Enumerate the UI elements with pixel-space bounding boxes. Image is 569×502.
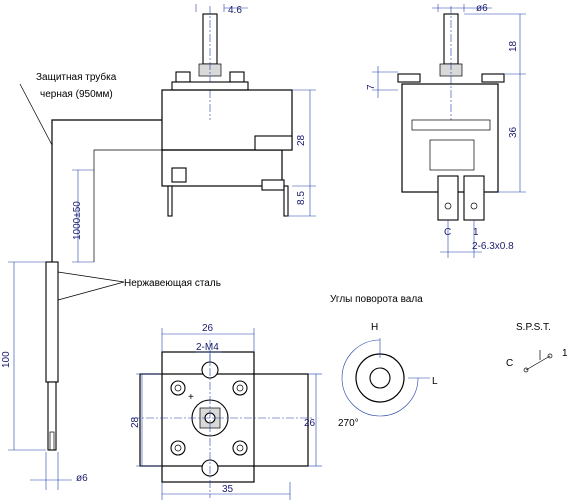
dim-26-top: 26 xyxy=(202,323,214,334)
dim-100: 100 xyxy=(1,351,12,368)
front-labels: Защитная трубка черная (950мм) Нержавеющ… xyxy=(19,71,221,301)
dim-28-top: 28 xyxy=(130,416,141,428)
dim-probe-dia: ø6 xyxy=(76,473,88,484)
top-view: + 2-M4 xyxy=(132,340,314,498)
dim-28-front: 28 xyxy=(296,134,307,146)
label-spst: S.P.S.T. xyxy=(516,322,551,333)
rotation-arc xyxy=(341,339,419,417)
dim-8-5: 8.5 xyxy=(296,191,307,205)
capillary-tube xyxy=(51,119,162,262)
dim-shaft: 4.6 xyxy=(228,5,242,16)
dim-26-right: 26 xyxy=(304,418,316,429)
side-view xyxy=(397,6,505,221)
label-side-1: 1 xyxy=(473,227,479,238)
front-view xyxy=(45,6,293,451)
side-terminal-1 xyxy=(463,175,485,221)
label-angle: 270° xyxy=(338,418,359,429)
rotation-title: Углы поворота вала xyxy=(330,294,423,305)
dim-side-shaft: ø6 xyxy=(476,3,488,14)
spst-schematic: S.P.S.T. C 1 xyxy=(506,322,568,373)
dim-18: 18 xyxy=(508,40,519,52)
dim-7: 7 xyxy=(366,84,377,90)
side-terminal-c xyxy=(437,175,459,221)
rotation-diagram: Углы поворота вала H L 270° xyxy=(330,294,438,429)
label-h: H xyxy=(371,322,378,333)
label-tube: Защитная трубка xyxy=(36,71,117,83)
bracket-right xyxy=(229,71,245,83)
top-dimensions: 26 28 26 35 xyxy=(130,323,322,500)
label-spst-1: 1 xyxy=(562,348,568,359)
top-outline xyxy=(139,373,309,467)
label-tube-color: черная (950мм) xyxy=(40,89,113,100)
dim-36: 36 xyxy=(508,126,519,138)
front-dimensions: 4.6 28 8.5 1000±50 100 ø6 xyxy=(1,4,316,490)
probe-bulb xyxy=(45,261,59,383)
dim-35: 35 xyxy=(222,484,234,495)
label-spst-c: C xyxy=(506,358,513,369)
label-thread: 2-M4 xyxy=(196,342,219,353)
side-dimensions: ø6 18 36 7 C 1 2-6.3x0.8 xyxy=(366,3,526,258)
label-stainless: Нержавеющая сталь xyxy=(124,278,221,289)
label-plus: + xyxy=(188,392,194,403)
label-side-c: C xyxy=(444,227,451,238)
bracket-left xyxy=(175,71,191,83)
dim-1000: 1000±50 xyxy=(72,201,83,240)
label-l: L xyxy=(432,376,438,387)
terminal-c xyxy=(283,185,289,217)
label-terminals: 2-6.3x0.8 xyxy=(472,241,514,252)
terminal-1 xyxy=(167,185,173,217)
